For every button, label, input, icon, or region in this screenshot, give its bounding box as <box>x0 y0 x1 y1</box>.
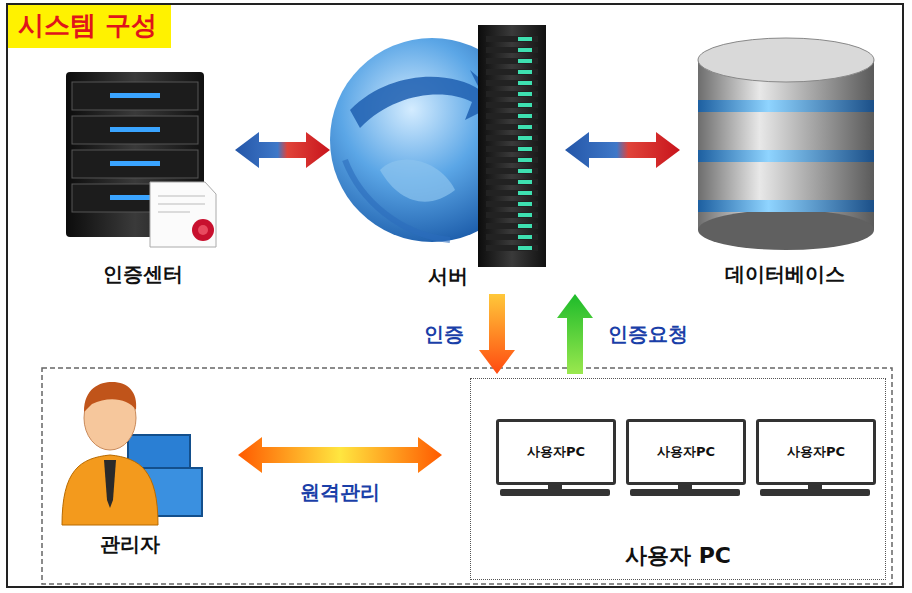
fat-arrow <box>235 132 330 168</box>
user-pc: 사용자PC <box>756 419 876 485</box>
database: 데이터베이스 <box>685 30 885 288</box>
user-pc: 사용자PC <box>496 419 616 485</box>
server: 서버 <box>335 18 560 290</box>
fat-arrow <box>238 437 442 473</box>
fat-arrow <box>557 294 593 374</box>
screen-label: 사용자PC <box>527 443 585 461</box>
fat-arrow <box>479 294 515 374</box>
admin: 관리자 <box>50 378 210 558</box>
lower-panel <box>42 368 892 584</box>
node-label: 사용자 PC <box>625 541 731 571</box>
node-label: 데이터베이스 <box>721 261 849 288</box>
user-pc: 사용자PC <box>626 419 746 485</box>
auth-center: 인증센터 <box>55 60 230 288</box>
node-label: 인증센터 <box>99 261 187 288</box>
edge-label: 원격관리 <box>297 479 383 506</box>
user-pc-group: 사용자 PC 사용자PC 사용자PC 사용자PC <box>470 378 886 580</box>
edge-label: 인증 <box>421 321 467 348</box>
database-icon <box>698 38 874 250</box>
admin-figure <box>62 382 202 525</box>
title-banner: 시스템 구성 <box>8 5 171 48</box>
server-icon <box>330 25 546 267</box>
edge-label: 인증요청 <box>605 321 691 348</box>
fat-arrow <box>565 132 680 168</box>
node-label: 서버 <box>424 263 472 290</box>
screen-label: 사용자PC <box>787 443 845 461</box>
screen-label: 사용자PC <box>657 443 715 461</box>
auth-server-icon <box>66 72 216 247</box>
node-label: 관리자 <box>96 531 164 558</box>
